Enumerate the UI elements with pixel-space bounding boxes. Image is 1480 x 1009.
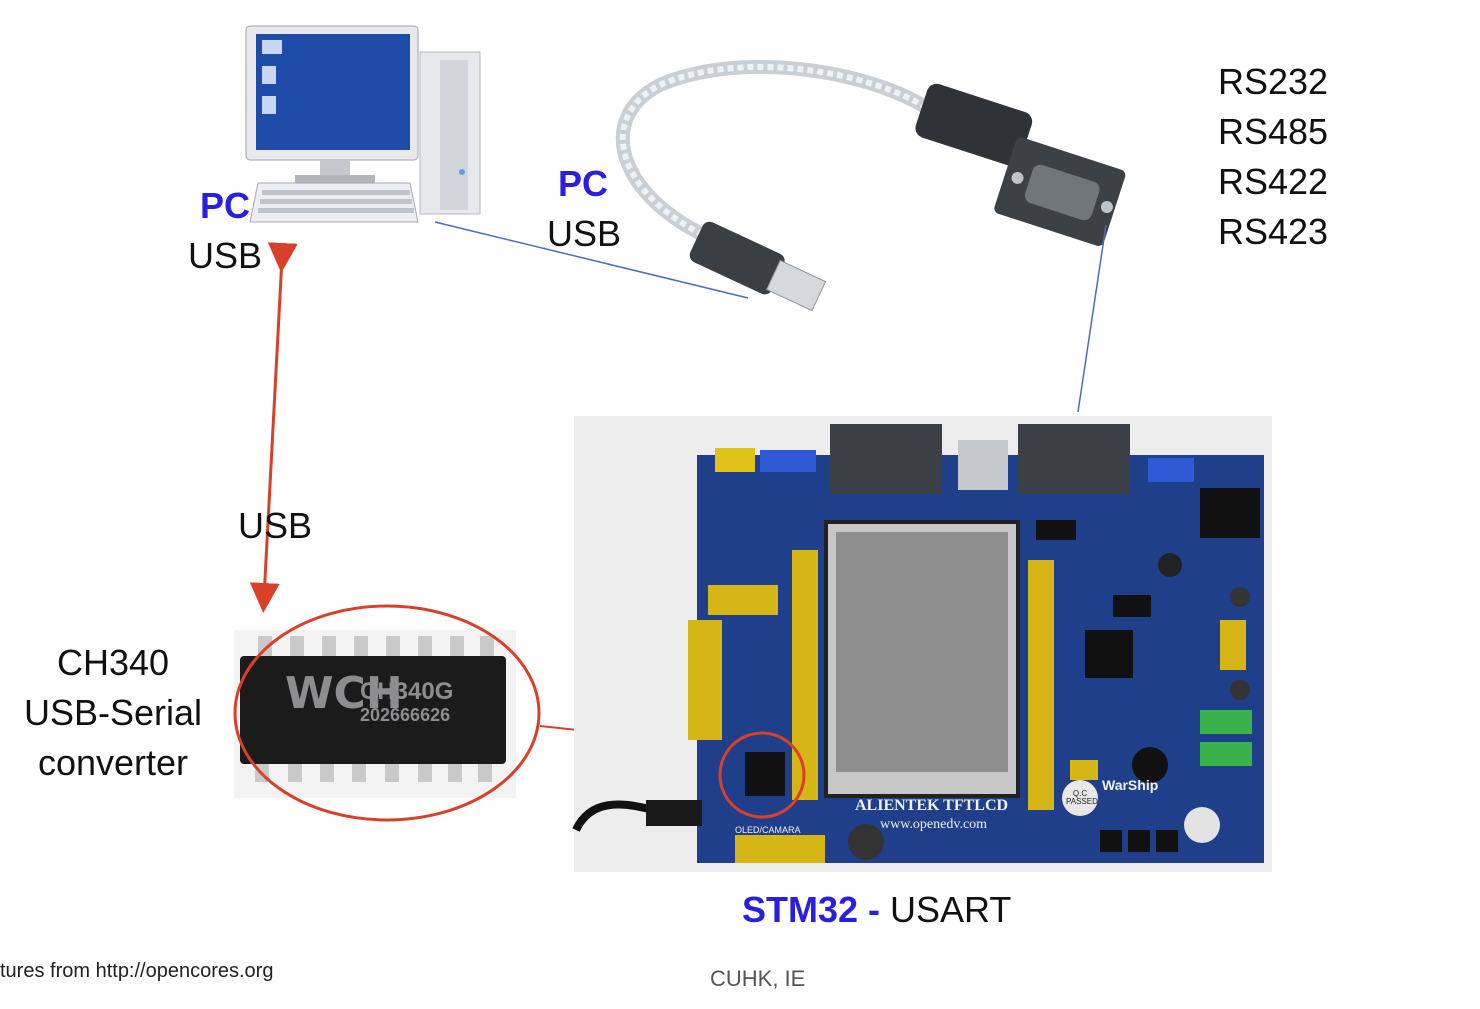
ch340-label-line2: USB-Serial	[23, 692, 203, 733]
pc-cable-connector-line	[434, 221, 749, 299]
pc-left-subtitle: USB	[188, 235, 263, 276]
usb-link-label: USB	[238, 505, 313, 546]
chip-part-marking: CH340G	[360, 678, 454, 705]
ch340-label-line1: CH340	[56, 642, 170, 683]
rs-standard-item: RS423	[1218, 211, 1329, 252]
ch340-label-line3: converter	[37, 742, 189, 783]
ch340-highlight-ellipse	[233, 604, 541, 822]
stm32-title-rest: USART	[880, 889, 1012, 930]
board-silkscreen-label: ALIENTEK TFTLCD	[855, 797, 1009, 814]
pc-cable-subtitle: USB	[547, 213, 622, 254]
cable-board-connector-line	[1077, 224, 1107, 413]
rs-standard-item: RS422	[1218, 161, 1329, 202]
chip-code-marking: 202666626	[360, 705, 451, 725]
rs-standards-list: RS232 RS485 RS422 RS423	[1218, 57, 1328, 257]
usb-double-arrow	[249, 242, 298, 613]
ch340-chip-photo	[234, 630, 516, 798]
pc-cable-title: PC	[558, 163, 609, 204]
footer-institution: CUHK, IE	[710, 966, 806, 991]
rs-standard-item: RS485	[1218, 111, 1329, 152]
chip-brand-marking: WCH	[285, 668, 403, 719]
board-qc-label: Q.C PASSED	[1066, 789, 1098, 806]
pc-left-title: PC	[200, 185, 251, 226]
footer-source-note: tures from http://opencores.org	[0, 960, 274, 982]
board-ch340-highlight-circle	[718, 731, 806, 819]
board-oled-label: OLED/CAMARA	[735, 825, 801, 835]
board-brand-label: WarShip	[1102, 777, 1159, 793]
stm32-title-bold: STM32 -	[742, 889, 881, 930]
desktop-pc-icon	[245, 25, 481, 223]
rs-standard-item: RS232	[1218, 61, 1329, 102]
stm32-board-photo	[572, 416, 1272, 872]
usb-serial-cable-icon	[615, 60, 1126, 312]
board-url-label: www.openedv.com	[880, 817, 988, 832]
stm32-usart-title: STM32 - USART	[742, 892, 1011, 928]
